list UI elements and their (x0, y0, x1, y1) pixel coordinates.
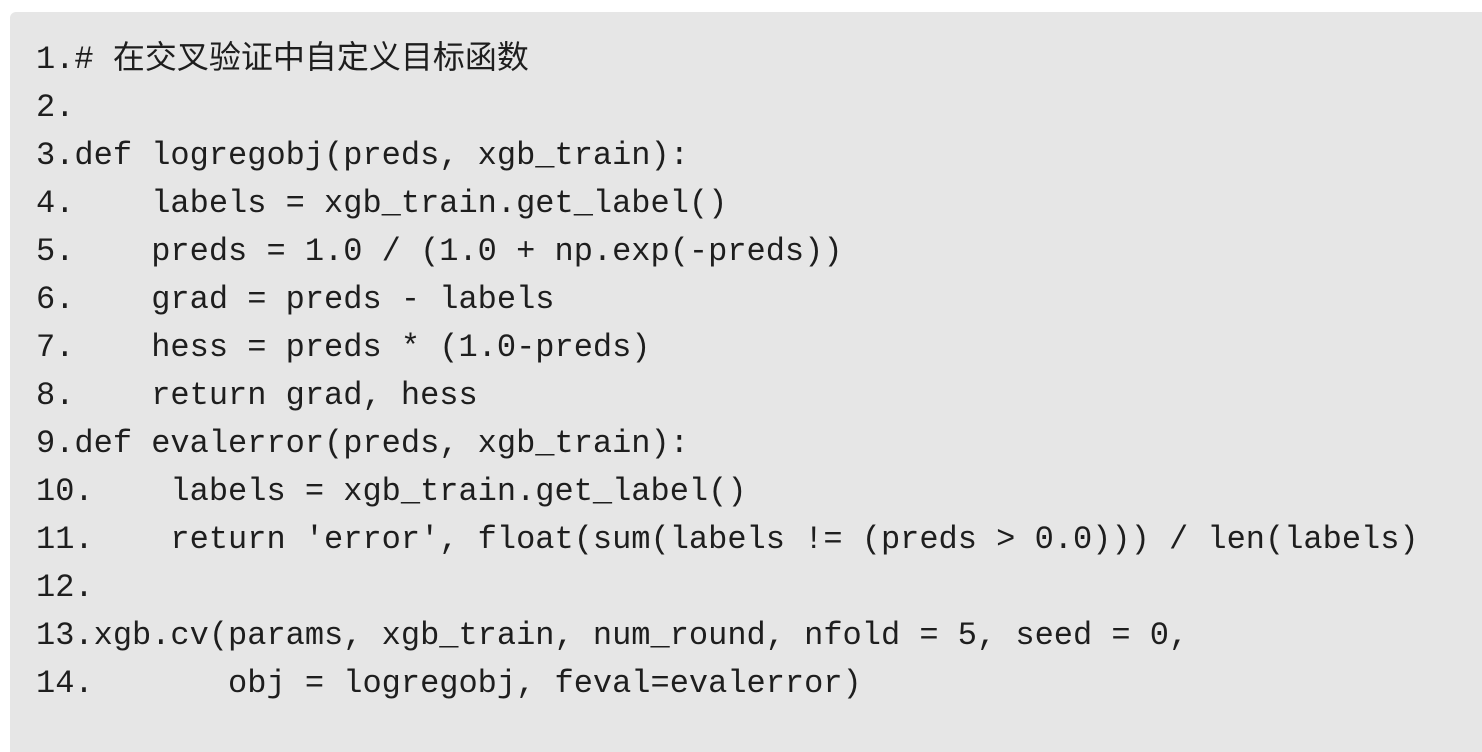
code-line-5: 5. preds = 1.0 / (1.0 + np.exp(-preds)) (36, 233, 843, 270)
code-line-3: 3.def logregobj(preds, xgb_train): (36, 137, 689, 174)
code-line-2: 2. (36, 89, 75, 126)
code-line-14: 14. obj = logregobj, feval=evalerror) (36, 665, 862, 702)
code-line-9: 9.def evalerror(preds, xgb_train): (36, 425, 689, 462)
code-line-6: 6. grad = preds - labels (36, 281, 555, 318)
code-line-1: 1.# 在交叉验证中自定义目标函数 (36, 41, 529, 78)
code-line-11: 11. return 'error', float(sum(labels != … (36, 521, 1419, 558)
code-line-12: 12. (36, 569, 94, 606)
code-line-4: 4. labels = xgb_train.get_label() (36, 185, 728, 222)
code-line-13: 13.xgb.cv(params, xgb_train, num_round, … (36, 617, 1189, 654)
code-block: 1.# 在交叉验证中自定义目标函数 2. 3.def logregobj(pre… (10, 12, 1482, 752)
code-line-8: 8. return grad, hess (36, 377, 478, 414)
code-line-7: 7. hess = preds * (1.0-preds) (36, 329, 651, 366)
code-line-10: 10. labels = xgb_train.get_label() (36, 473, 747, 510)
